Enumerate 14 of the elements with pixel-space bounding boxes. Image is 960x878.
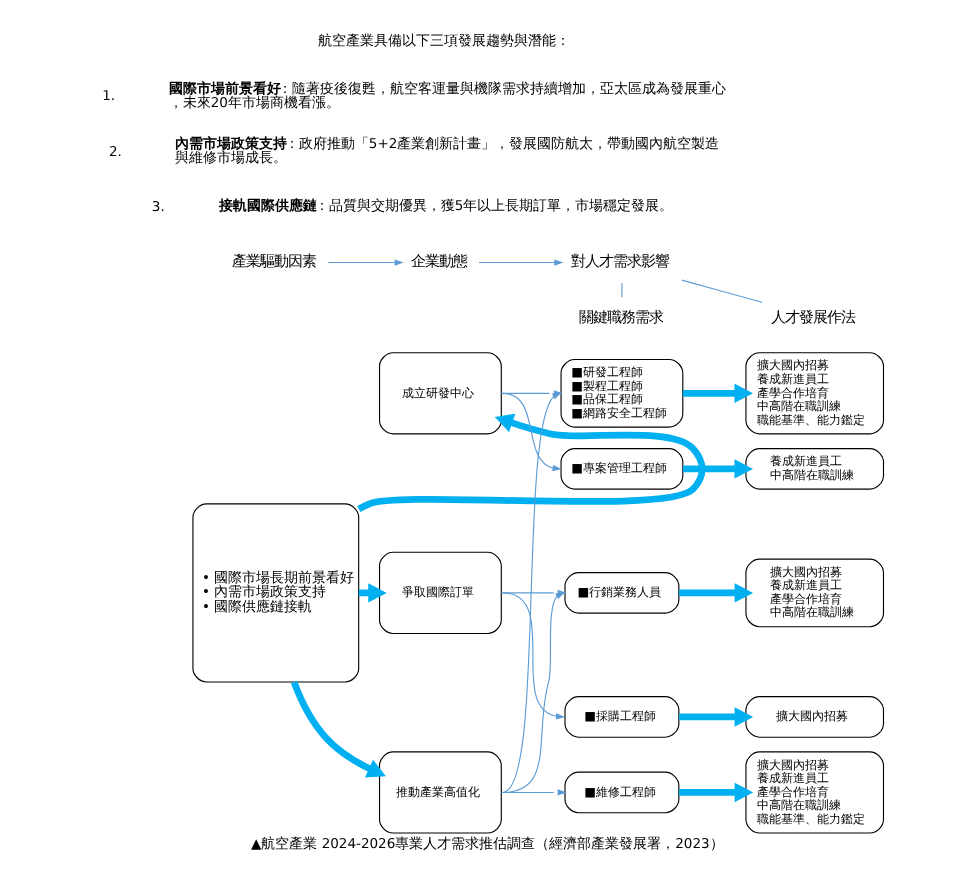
arrow: [500, 592, 564, 720]
arrow: [681, 459, 752, 479]
arrow: [500, 592, 564, 793]
arrow: [289, 680, 385, 778]
connector: [680, 279, 762, 303]
arrow: [678, 707, 753, 727]
arrow: [678, 782, 753, 803]
arrow: [499, 789, 566, 796]
arrow: [326, 259, 403, 266]
connector: [620, 282, 622, 298]
arrow: [477, 259, 563, 266]
arrow: [356, 413, 705, 512]
arrow: [681, 383, 752, 404]
arrow: [678, 583, 753, 603]
